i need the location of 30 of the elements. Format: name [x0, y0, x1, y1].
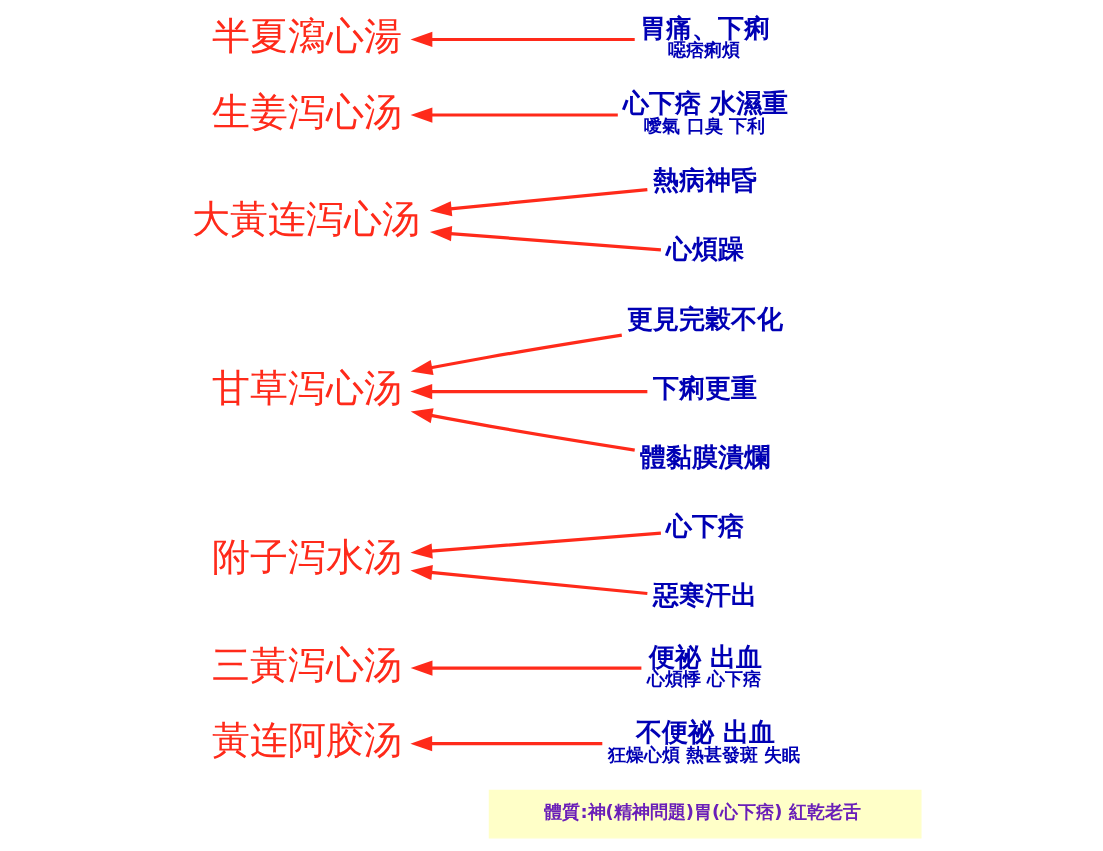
node-text: 惡寒汗出 [652, 580, 757, 611]
arrow [410, 107, 618, 123]
arrow [410, 660, 642, 676]
node-text: 體黏膜潰爛 [639, 441, 770, 472]
arrow [429, 226, 662, 252]
node-text: 三黃泻心汤 [211, 641, 402, 687]
arrow [410, 408, 635, 452]
node-text: 心下痞 [666, 510, 745, 541]
arrow [410, 531, 662, 559]
node-text: 熱病神昏 [652, 165, 757, 196]
arrow [410, 31, 635, 48]
node-text: 附子泻水汤 [211, 534, 402, 580]
node-text: 甘草泻心汤 [211, 365, 402, 411]
arrow [410, 564, 648, 596]
node-text: 下痢更重 [652, 372, 757, 403]
node-text: 更見完穀不化 [627, 303, 784, 334]
arrow [429, 188, 648, 217]
node-text: 心下痞 水濕重 噯氣 口臭 下利 [623, 88, 789, 136]
node-text: 便祕 出血 心煩悸 心下痞 [646, 641, 762, 690]
node-text: 半夏瀉心湯 [211, 13, 402, 59]
node-text: 生姜泻心汤 [211, 88, 402, 134]
node-text: 心煩躁 [666, 234, 745, 265]
node-text: 黃连阿胶汤 [211, 717, 402, 763]
node-text: 不便祕 出血 狂燥心煩 熱甚發斑 失眠 [607, 717, 801, 765]
node-box: 體質:神(精神問題)胃(心下痞) 紅乾老舌 [488, 789, 922, 839]
arrow [410, 736, 603, 752]
arrow [410, 383, 648, 400]
node-text: 大黃连泻心汤 [192, 196, 421, 242]
arrow [410, 333, 623, 375]
node-text: 胃痛、下痢 噁痞痢煩 [639, 12, 770, 61]
